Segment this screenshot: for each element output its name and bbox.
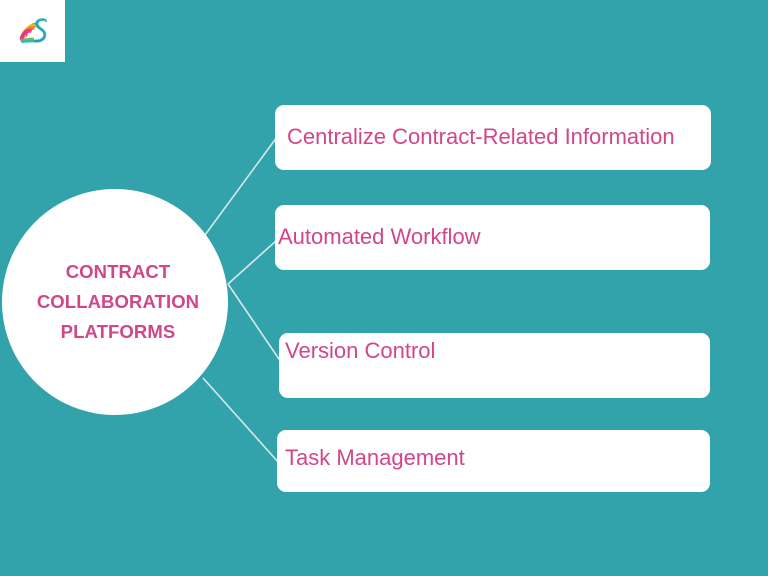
hub-label: CONTRACT COLLABORATION PLATFORMS — [36, 261, 200, 342]
item-card-centralize-contract-related-information[interactable]: Centralize Contract-Related Information — [275, 105, 711, 170]
item-card-automated-workflow[interactable]: Automated Workflow — [275, 205, 710, 270]
logo-plate — [0, 0, 65, 62]
connector-to-task-management — [202, 377, 280, 464]
item-label-automated-workflow: Automated Workflow — [278, 224, 481, 249]
connector-to-automated-workflow — [227, 239, 278, 285]
hub-circle: CONTRACT COLLABORATION PLATFORMS — [2, 189, 228, 415]
connector-to-centralize — [204, 136, 278, 236]
swan-logo-icon — [19, 18, 48, 44]
item-label-version-control: Version Control — [285, 338, 436, 363]
item-label-task-management: Task Management — [285, 445, 465, 470]
item-card-version-control[interactable]: Version Control — [279, 333, 710, 398]
item-card-task-management[interactable]: Task Management — [277, 430, 710, 492]
item-label-centralize-contract-related-information: Centralize Contract-Related Information — [287, 124, 675, 149]
connector-to-version-control — [227, 283, 282, 363]
